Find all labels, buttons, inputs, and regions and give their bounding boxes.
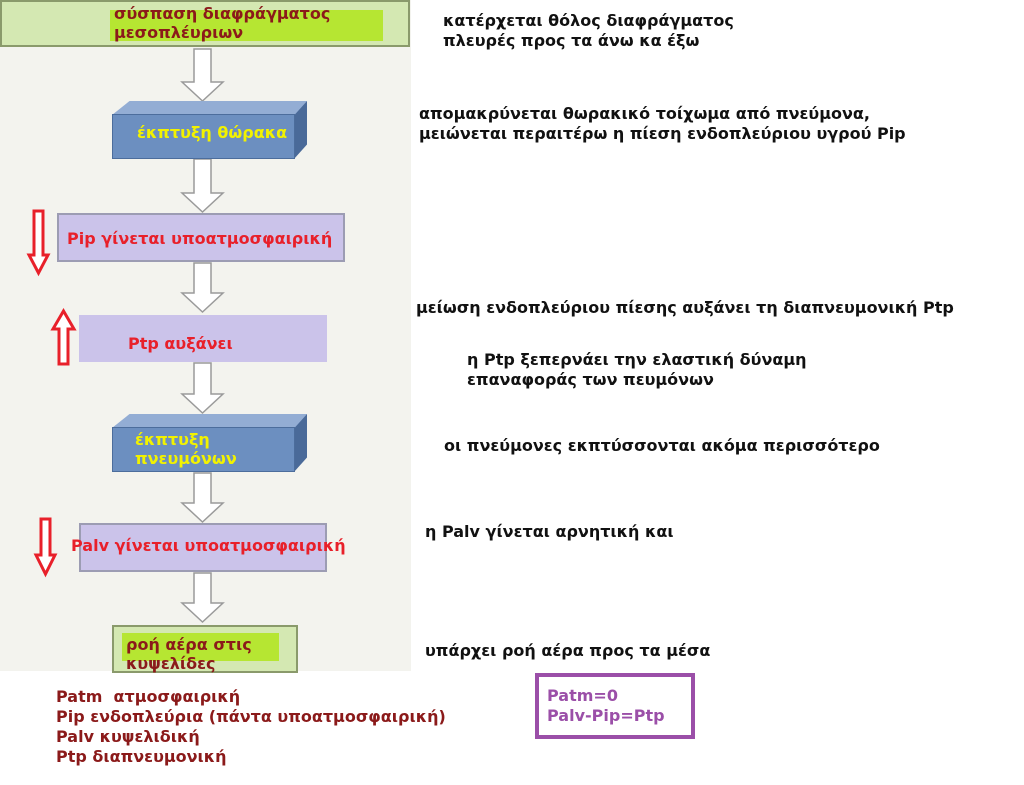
down-arrow-3 (180, 262, 225, 314)
legend-ptp: Ptp διαπνευμονική (56, 747, 227, 766)
formula-box: Patm=0 Palv-Pip=Ptp (535, 673, 695, 739)
step-ptp-increases: Ptp αυξάνει (79, 315, 327, 362)
note2-line1: απομακρύνεται θωρακικό τοίχωμα από πνεύμ… (419, 104, 870, 123)
step-airflow-alveoli: ροή αέρα στις κυψελίδες (112, 625, 298, 673)
note2-line2: μειώνεται περαιτέρω η πίεση ενδοπλεύριου… (419, 124, 906, 143)
legend-palv: Palv κυψελιδική (56, 727, 200, 746)
step7-line1: ροή αέρα στις (126, 635, 252, 654)
step3-label: Pip γίνεται υποατμοσφαιρική (67, 229, 333, 248)
step7-line2: κυψελίδες (126, 654, 216, 673)
step-pip-subatmospheric: Pip γίνεται υποατμοσφαιρική (57, 213, 345, 262)
step1-line1: σύσπαση διαφράγματος (114, 4, 331, 23)
legend-pip: Pip ενδοπλεύρια (πάντα υποατμοσφαιρική) (56, 707, 446, 726)
step5-line1: έκπτυξη (135, 430, 210, 449)
pip-down-icon (26, 209, 51, 277)
note-transpulmonary: μείωση ενδοπλεύριου πίεσης αυξάνει τη δι… (416, 298, 954, 317)
step1-line2: μεσοπλέυριων (114, 23, 244, 42)
down-arrow-1 (180, 48, 225, 103)
down-arrow-6 (180, 572, 225, 624)
step2-label: έκπτυξη θώρακα (137, 123, 288, 142)
formula-line2: Palv-Pip=Ptp (547, 706, 665, 725)
palv-down-icon (33, 517, 58, 578)
note-lungs-expand: οι πνεύμονες εκπτύσσονται ακόμα περισσότ… (444, 436, 880, 455)
formula-line1: Patm=0 (547, 686, 618, 705)
highlight-fill (122, 633, 279, 661)
note4-line1: η Ptp ξεπερνάει την ελαστική δύναμη (467, 350, 807, 369)
down-arrow-5 (180, 472, 225, 524)
legend-patm: Patm ατμοσφαιρική (56, 687, 241, 706)
note1-line2: πλευρές προς τα άνω κα έξω (443, 31, 700, 50)
note1-line1: κατέρχεται θόλος διαφράγματος (443, 11, 734, 30)
highlight-fill (110, 10, 383, 41)
step-palv-subatmospheric: Palv γίνεται υποατμοσφαιρική (71, 523, 346, 572)
note4-line2: επαναφοράς των πευμόνων (467, 370, 714, 389)
step-diaphragm-contraction: σύσπαση διαφράγματος μεσοπλέυριων (0, 0, 410, 47)
step6-label: Palv γίνεται υποατμοσφαιρική (71, 536, 346, 555)
step4-label: Ptp αυξάνει (128, 334, 233, 353)
legend: Patm ατμοσφαιρική Pip ενδοπλεύρια (πάντα… (56, 687, 446, 767)
step-thorax-expansion: έκπτυξη θώρακα (112, 101, 307, 159)
note-palv-negative: η Palv γίνεται αρνητική και (425, 522, 674, 541)
note-diaphragm: κατέρχεται θόλος διαφράγματος πλευρές πρ… (443, 11, 734, 51)
down-arrow-4 (180, 362, 225, 415)
note-chest-wall: απομακρύνεται θωρακικό τοίχωμα από πνεύμ… (419, 104, 906, 144)
down-arrow-2 (180, 158, 225, 214)
ptp-up-icon (50, 308, 77, 366)
step-lung-expansion: έκπτυξη πνευμόνων (112, 414, 307, 472)
note-elastic-recoil: η Ptp ξεπερνάει την ελαστική δύναμη επαν… (467, 350, 807, 390)
note-airflow-inward: υπάρχει ροή αέρα προς τα μέσα (425, 641, 711, 660)
step5-line2: πνευμόνων (135, 449, 237, 468)
